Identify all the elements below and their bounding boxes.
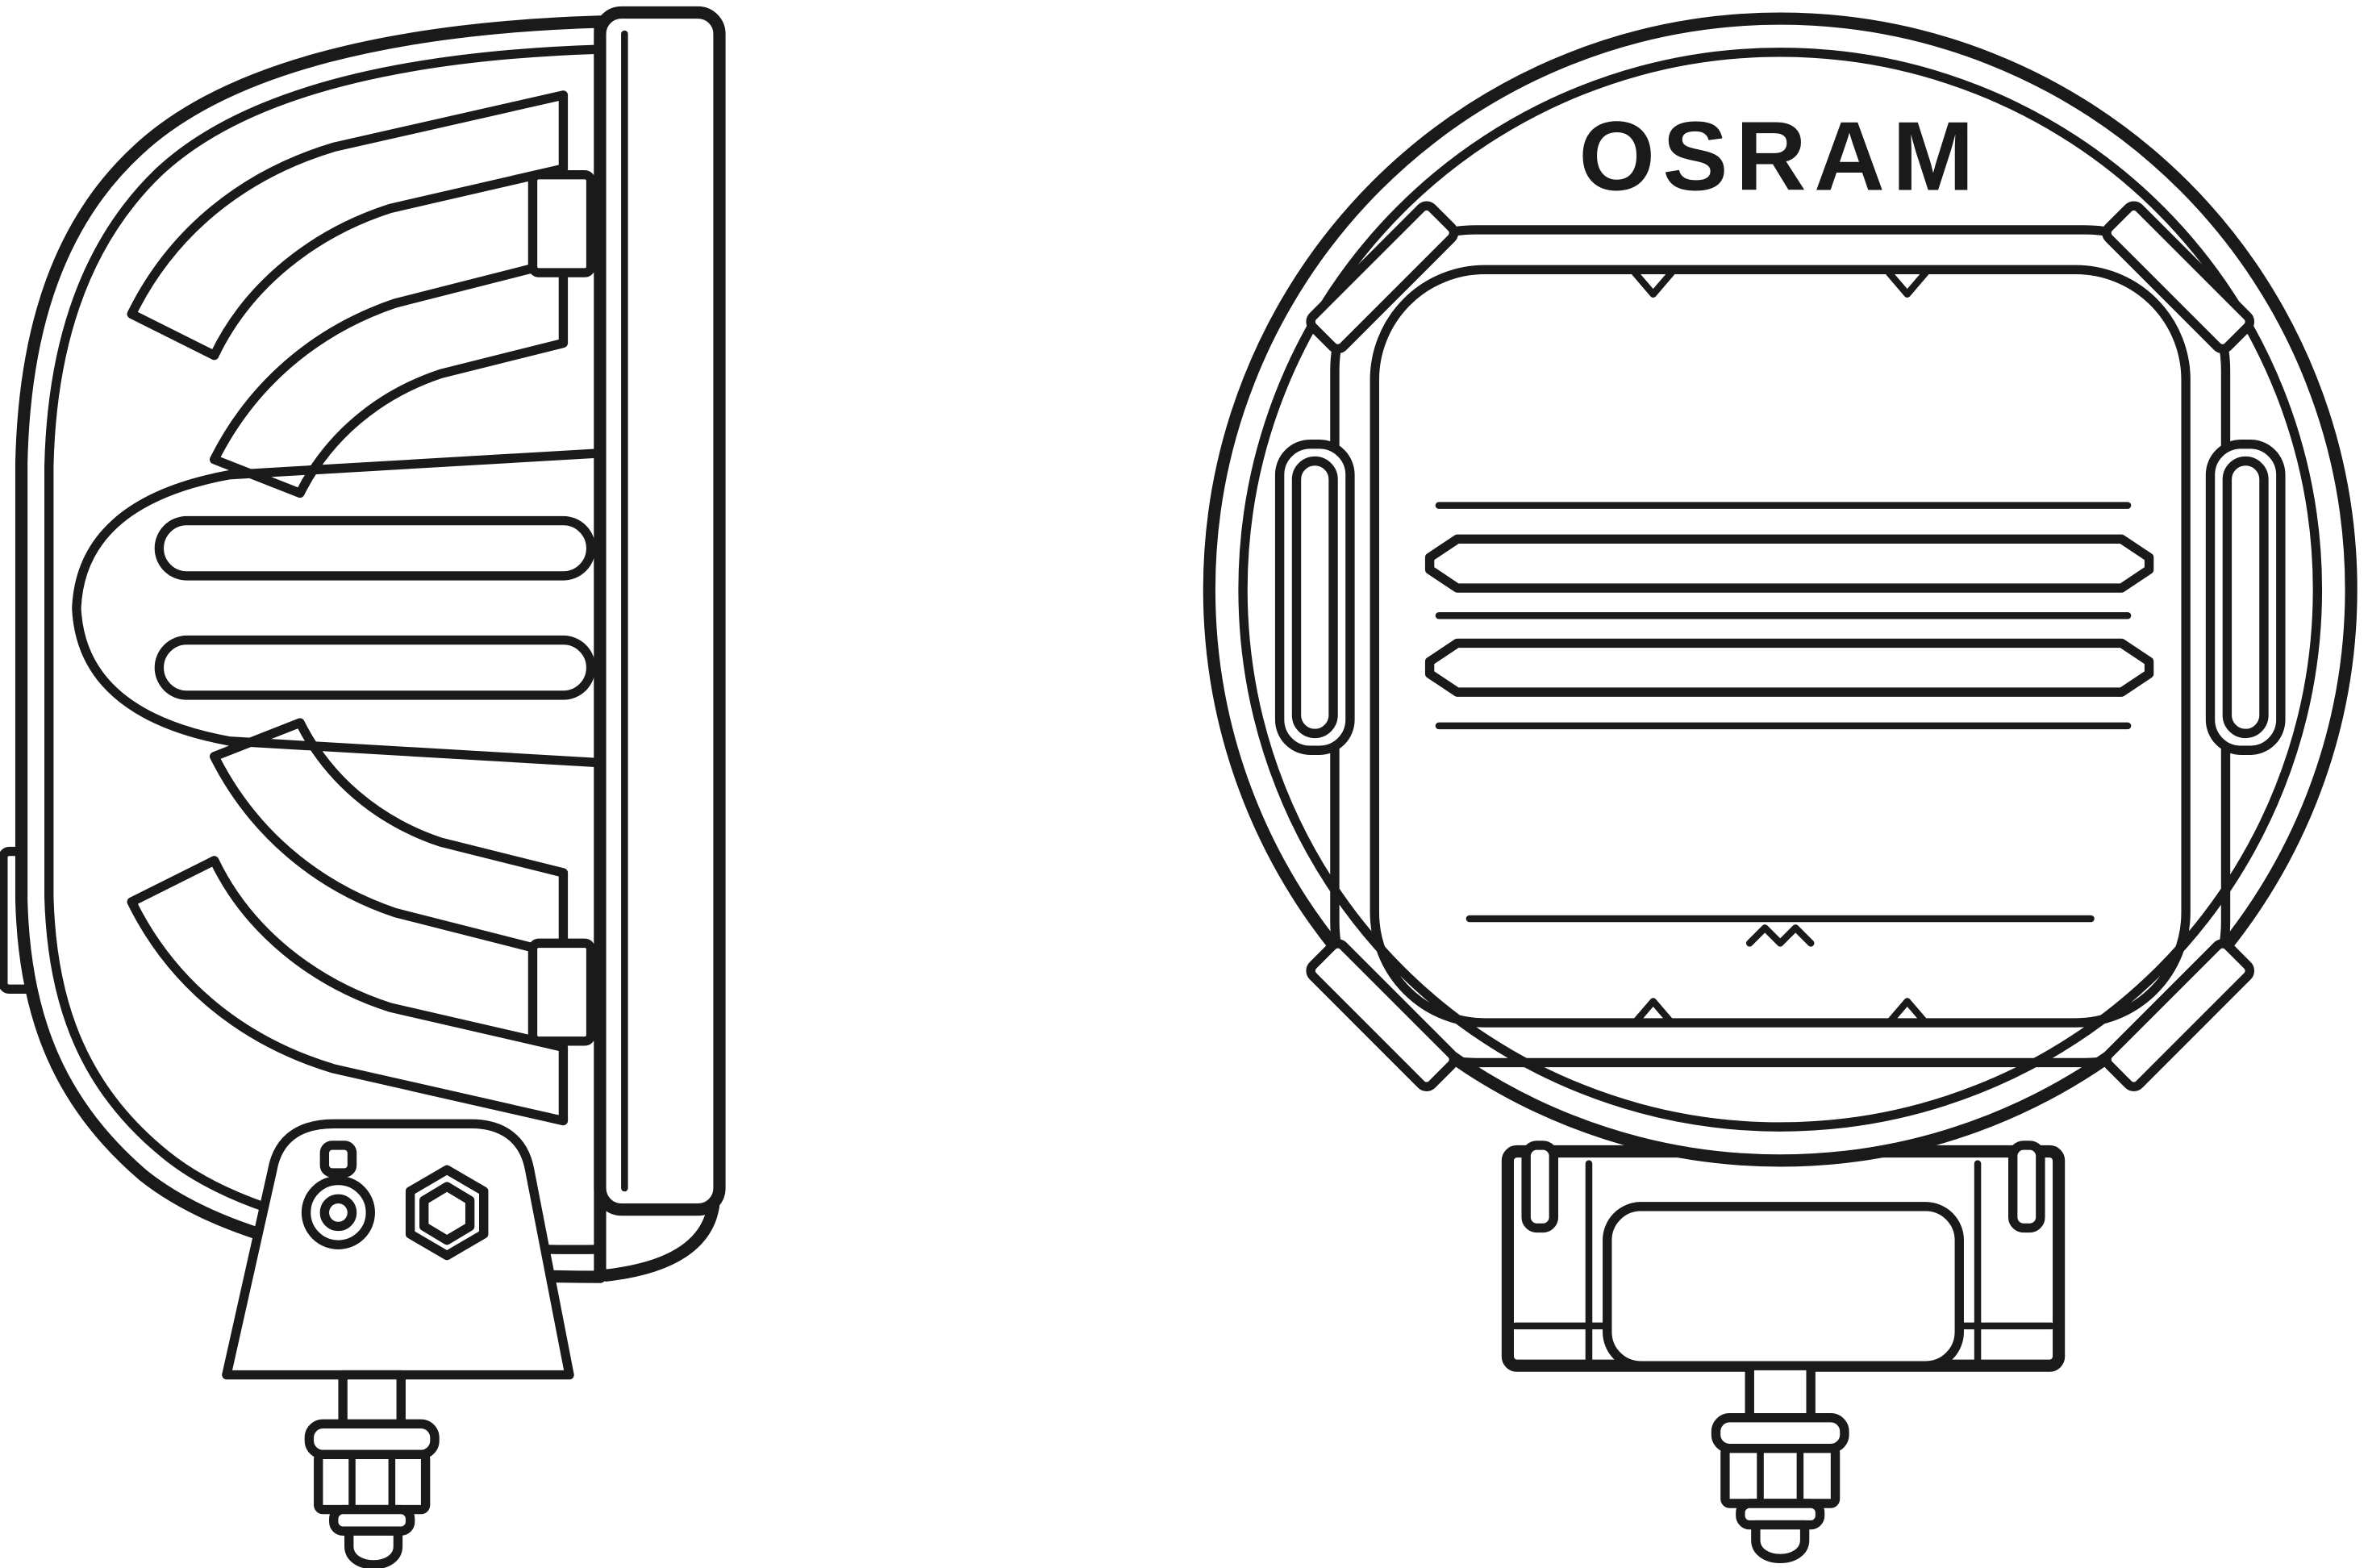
bolt-tip <box>344 1526 403 1568</box>
fin-center-block <box>72 448 602 768</box>
housing-bottom-corner <box>599 1200 719 1282</box>
corner-trim-bottom-left <box>1306 939 1459 1091</box>
bottom-notch-left <box>1631 998 1675 1027</box>
bezel-inner <box>1370 265 2191 1028</box>
light-bar-upper <box>1424 534 2154 593</box>
pivot-screw-inner <box>319 1194 357 1232</box>
heat-sink-fins <box>72 90 602 1126</box>
bolt-stem-front <box>1745 1361 1816 1426</box>
pivot-screw-outer <box>301 1175 375 1249</box>
bolt-nut-facets-front <box>1757 1449 1804 1503</box>
top-notch-left <box>1631 269 1675 298</box>
marker-right-inner <box>2222 456 2269 739</box>
side-marker-left <box>1274 439 1355 755</box>
top-notch-right <box>1885 269 1929 298</box>
marker-left-outer <box>1274 439 1355 755</box>
front-view: OSRAM <box>1203 12 2358 1564</box>
fin-slot-lower <box>154 635 596 700</box>
fin-top-inner <box>210 256 569 498</box>
mounting-bracket-side <box>222 1119 574 1380</box>
fin-bottom-outer <box>127 856 569 1126</box>
bolt-tip-front <box>1751 1520 1810 1564</box>
light-bar-lower <box>1424 638 2154 697</box>
osram-logo: OSRAM <box>1578 102 1982 211</box>
mounting-bolt-front <box>1711 1361 1849 1564</box>
inner-ring <box>1238 48 2323 1132</box>
bracket-pin <box>319 1141 357 1178</box>
corner-trim-top-left <box>1306 201 1459 354</box>
bolt-nut-facets <box>348 1455 396 1509</box>
bracket-foot <box>222 1119 574 1380</box>
mounting-bolt-side <box>304 1370 440 1568</box>
side-view <box>0 6 726 1568</box>
lens-plate <box>594 6 726 1216</box>
fin-edge-top <box>527 169 596 277</box>
bracket-pin-left <box>1521 1141 1559 1233</box>
bracket-foot-front <box>1603 1202 1964 1370</box>
fin-edge-bottom <box>527 938 596 1046</box>
marker-left-inner <box>1291 456 1338 739</box>
bottom-notch-right <box>1885 998 1929 1027</box>
bolt-nut-front <box>1720 1443 1841 1508</box>
side-marker-right <box>2205 439 2286 755</box>
lens-bezel <box>1306 201 2255 1091</box>
corner-trim-bottom-right <box>2102 939 2255 1091</box>
bracket-pin-right <box>2008 1141 2045 1233</box>
corner-trim-top-right <box>2102 201 2255 354</box>
bottom-zigzag-mark <box>1745 924 1815 947</box>
marker-right-outer <box>2205 439 2286 755</box>
bolt-nut <box>314 1449 431 1515</box>
fin-bottom-inner <box>210 718 569 961</box>
mounting-bracket-front <box>1501 1145 2066 1372</box>
hex-bolt-inner <box>419 1182 475 1245</box>
fin-slot-upper <box>154 515 596 581</box>
reflector-details <box>1424 269 2154 1027</box>
fin-top-outer <box>127 90 569 361</box>
